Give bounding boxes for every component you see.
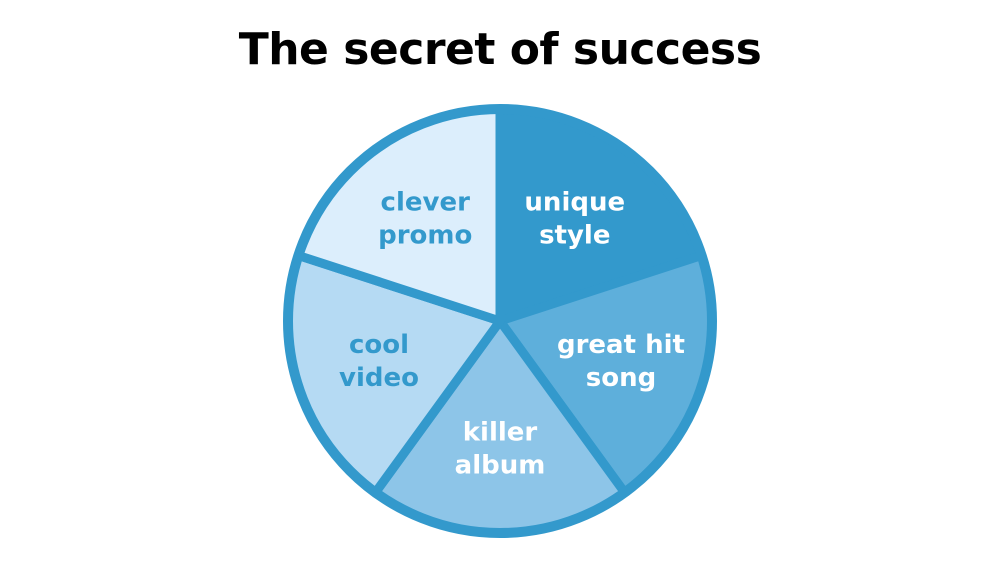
slice-label-line: style [539,221,610,251]
slice-label-line: great hit [557,330,685,360]
slice-label-line: song [586,363,656,393]
slice-label-line: clever [381,188,471,218]
slice-label-line: unique [524,188,625,218]
slice-label-line: video [339,363,419,393]
slice-label-line: cool [349,330,409,360]
slice-label-line: album [455,451,546,481]
pie-outline [283,104,717,538]
chart-title: The secret of success [238,24,762,75]
slice-label-line: promo [378,221,472,251]
slice-label-line: killer [463,418,538,448]
